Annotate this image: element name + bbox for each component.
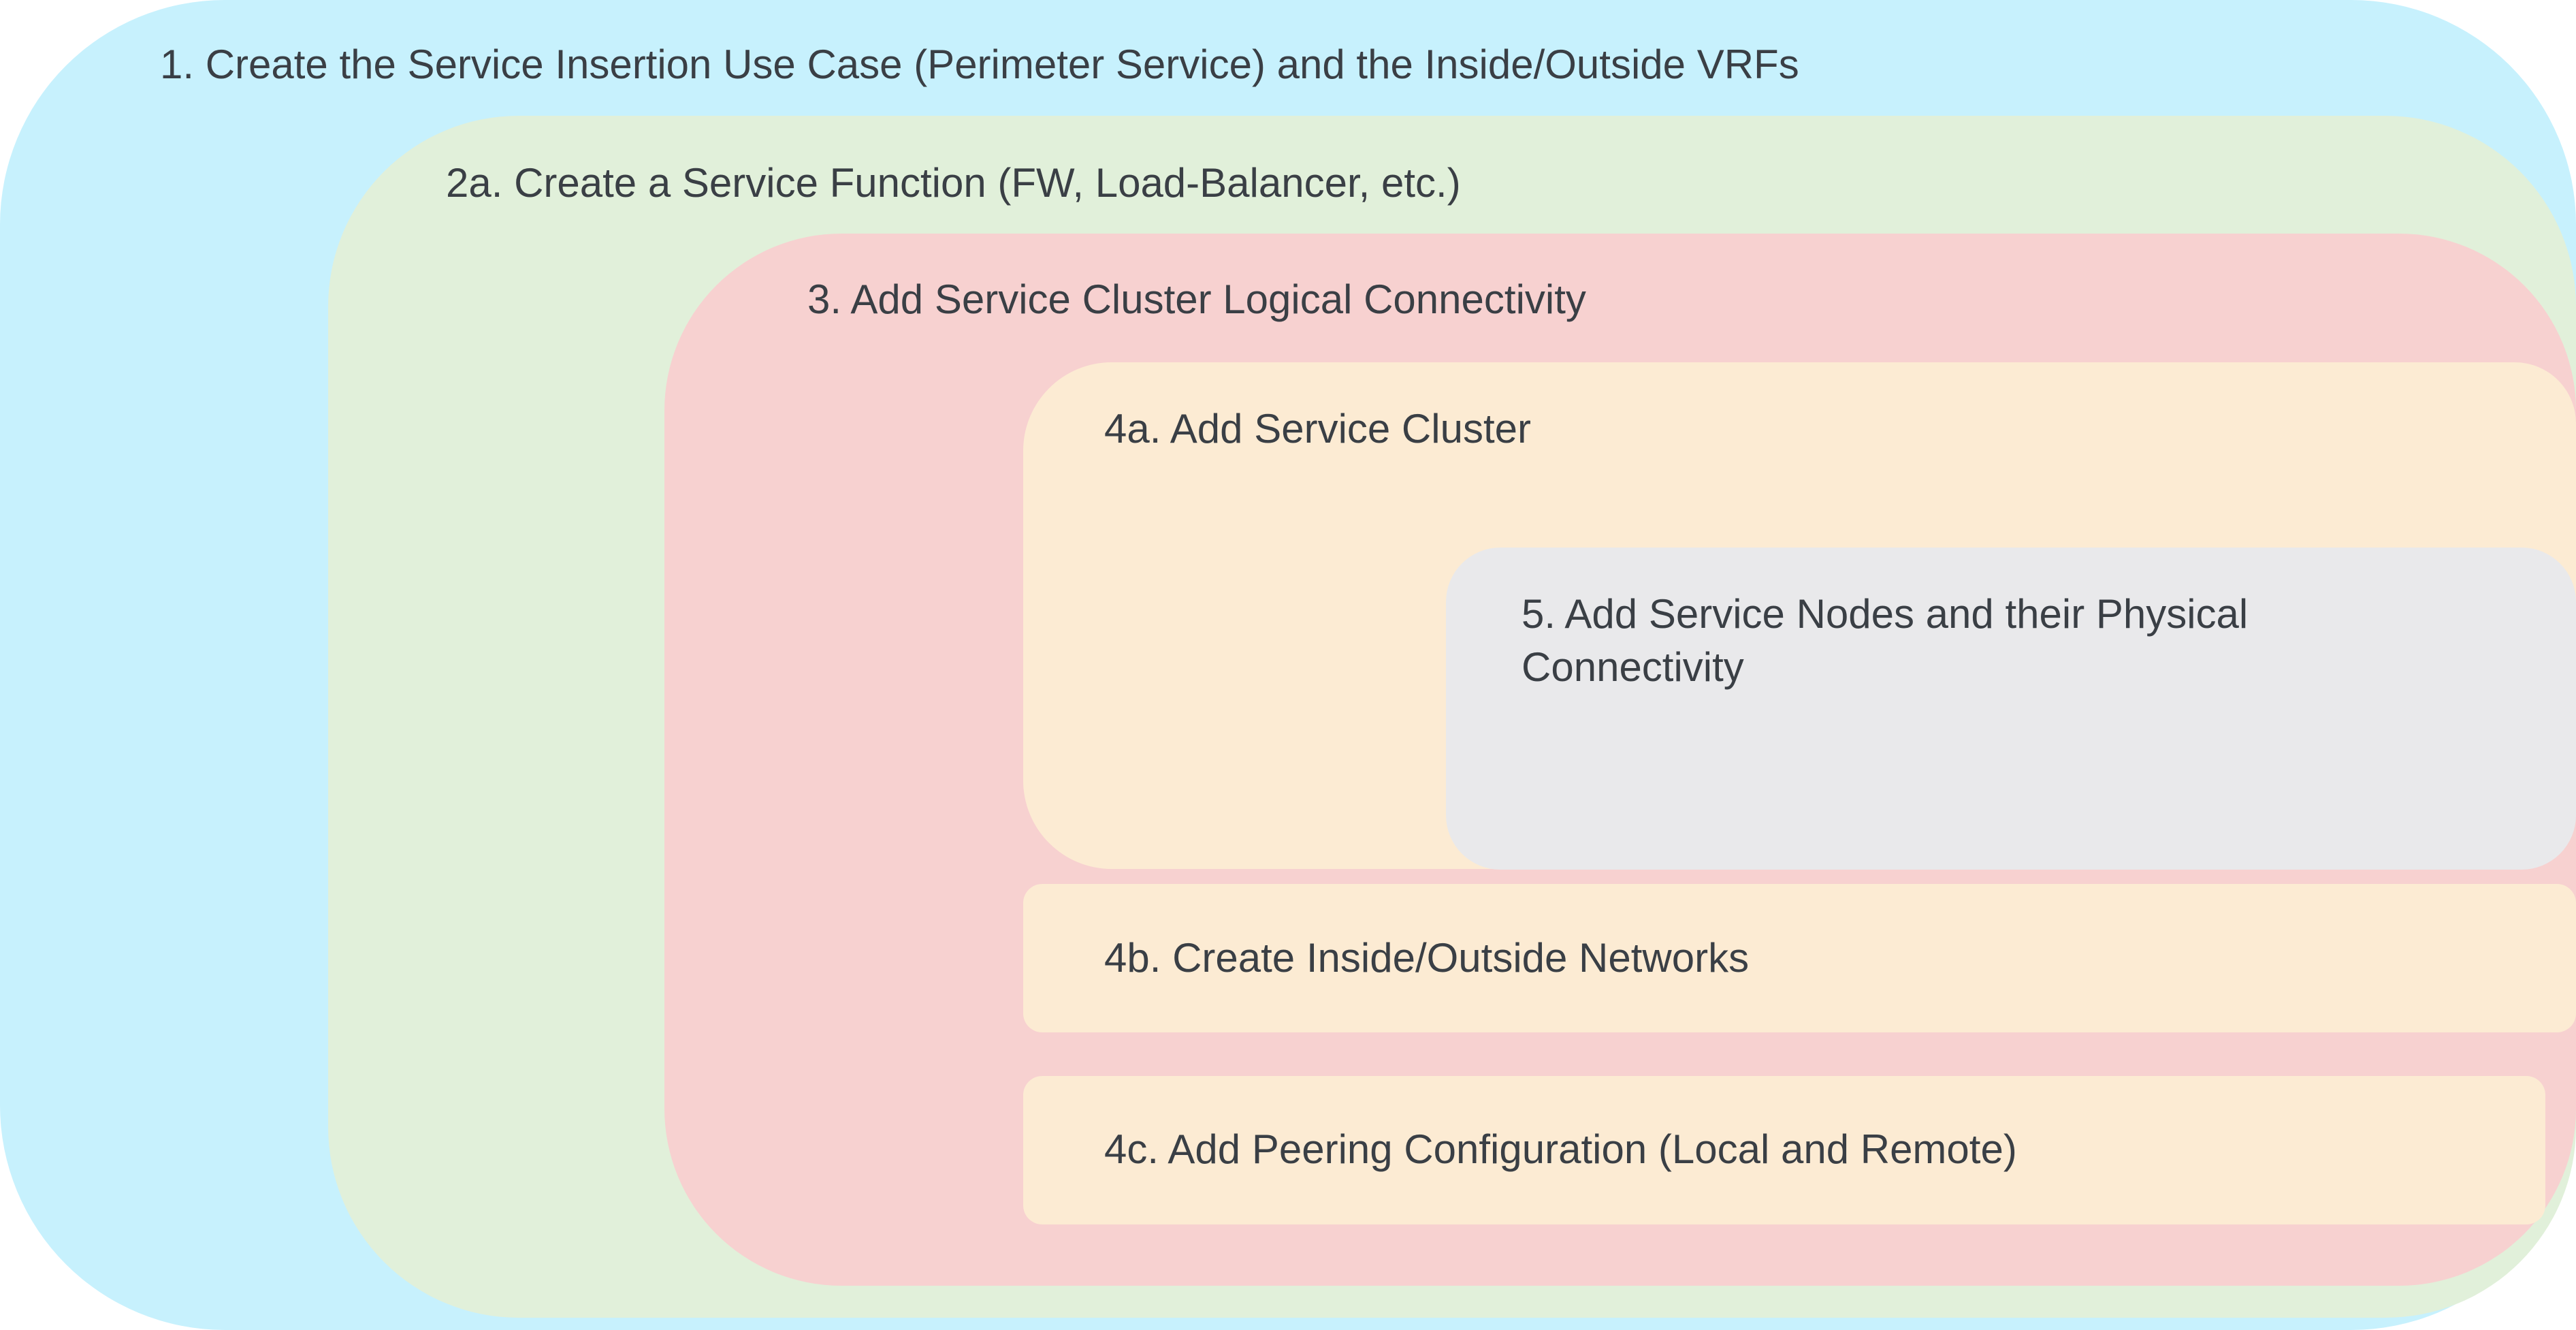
step-2a-label: 2a. Create a Service Function (FW, Load-… [446, 160, 1461, 206]
step-1-label: 1. Create the Service Insertion Use Case… [160, 42, 1799, 87]
step-5-label: 5. Add Service Nodes and their Physical … [1522, 591, 2249, 690]
step-4c-container [1023, 1076, 2545, 1224]
step-4a-label: 4a. Add Service Cluster [1104, 406, 1531, 452]
step-4b-container [1023, 884, 2576, 1032]
step-5-container [1446, 548, 2576, 870]
step-4c-label: 4c. Add Peering Configuration (Local and… [1104, 1126, 2017, 1172]
step-3-label: 3. Add Service Cluster Logical Connectiv… [807, 276, 1586, 322]
step-4b-label: 4b. Create Inside/Outside Networks [1104, 935, 1750, 981]
